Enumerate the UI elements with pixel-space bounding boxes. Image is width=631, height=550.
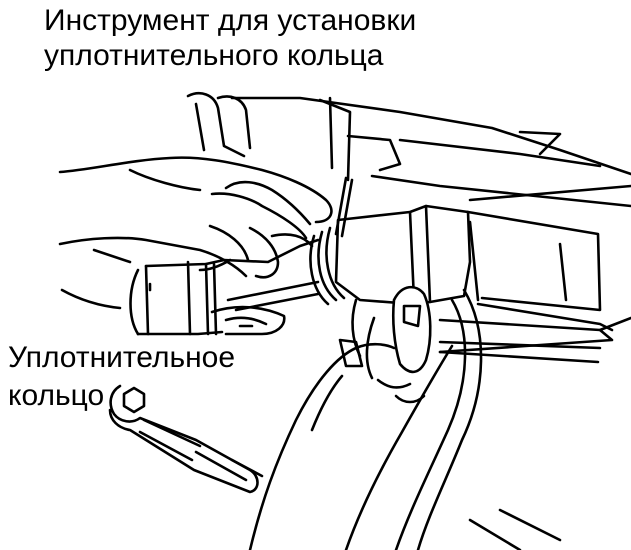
right-hand: [248, 285, 483, 550]
wrench-tool: [108, 384, 264, 494]
vehicle-body-lines: [186, 92, 631, 208]
floor-details: [468, 508, 562, 550]
seal-ring-caption-line-1: Уплотнительное: [8, 341, 236, 374]
tool-caption-line-1: Инструмент для установки: [44, 4, 417, 37]
sleeve-cuff: [210, 305, 364, 432]
seal-installer-tool: [309, 176, 472, 306]
drive-shaft: [129, 238, 320, 336]
tool-caption-line-2: уплотнительного кольца: [44, 39, 384, 72]
left-hand: [58, 156, 333, 310]
seal-ring-caption-line-2: кольцо: [8, 379, 105, 412]
